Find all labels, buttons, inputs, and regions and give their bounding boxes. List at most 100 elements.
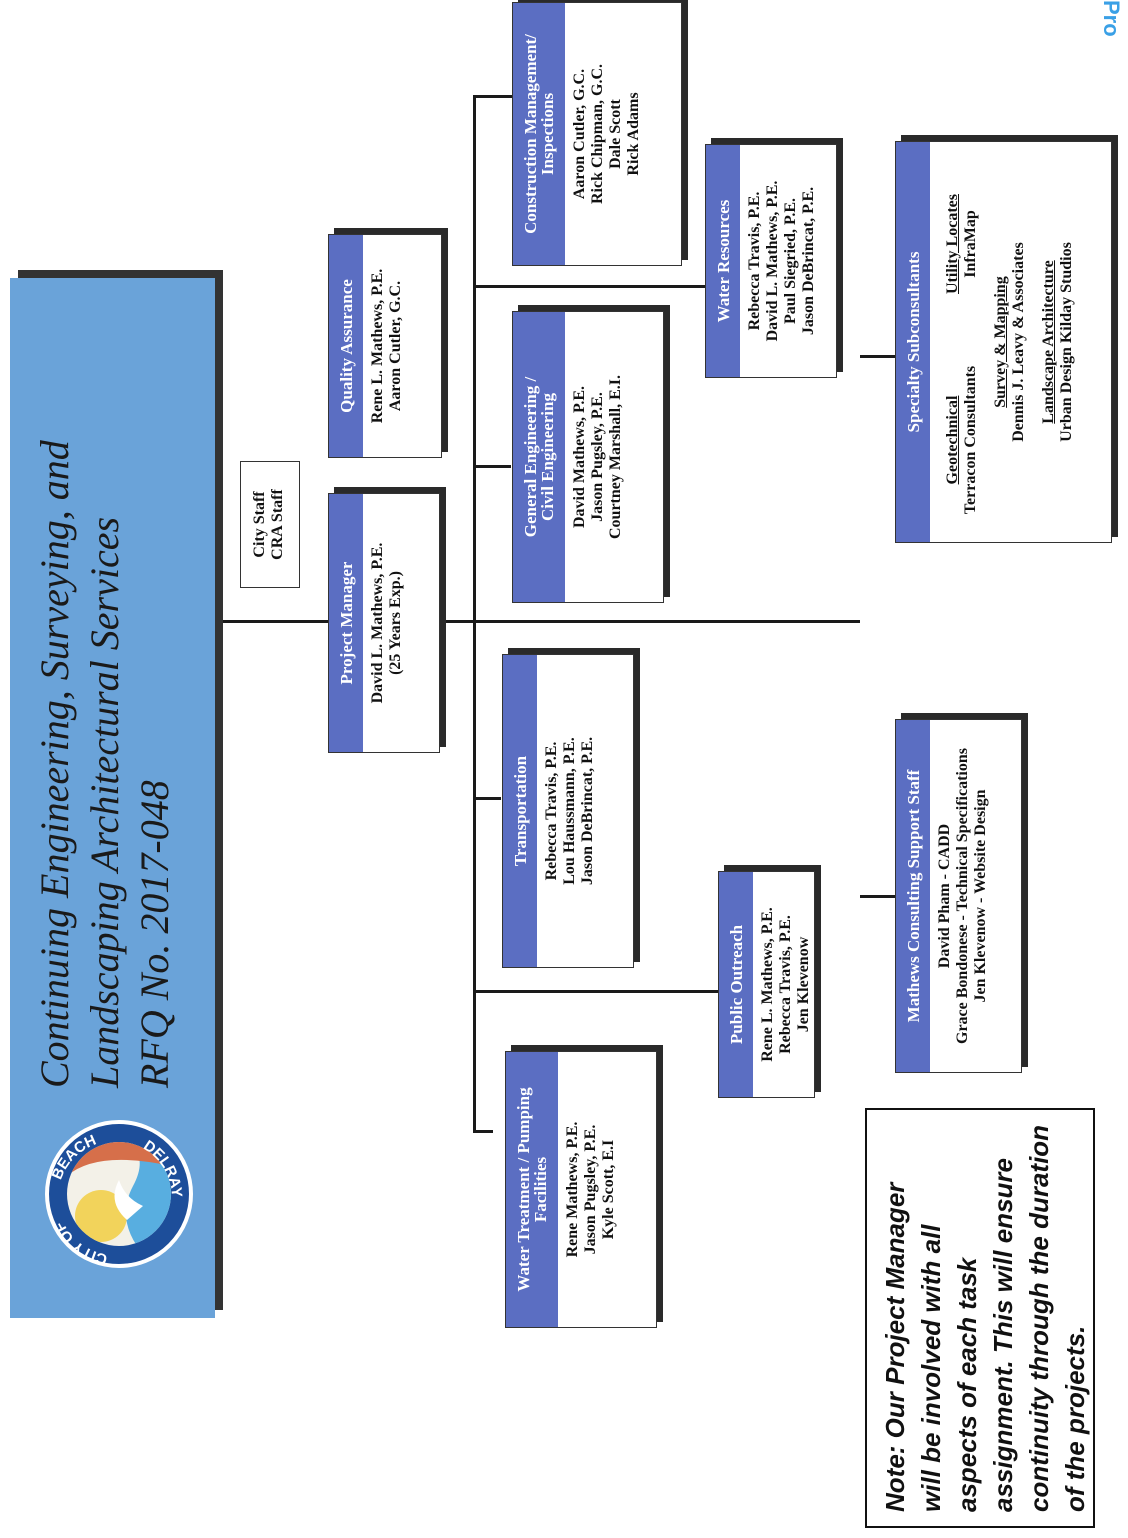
wr-name-3: Paul Siegried, P.E. — [782, 197, 799, 325]
seal-bottom-text: DELRAY — [140, 1137, 185, 1198]
quality-assurance-box: Quality Assurance Rene L. Mathews, P.E. … — [328, 234, 442, 458]
qa-names: Rene L. Mathews, P.E. Aaron Cutler, G.C. — [363, 235, 411, 457]
note-line: of the projects. — [1060, 1325, 1090, 1512]
banner-title: Continuing Engineering, Surveying, and L… — [30, 440, 180, 1088]
cm-title-1: Construction Management/ — [521, 34, 540, 234]
survey-firm: Dennis J. Leavy & Associates — [1010, 242, 1027, 442]
pm-experience: (25 Years Exp.) — [387, 571, 404, 675]
water-resources-title: Water Resources — [706, 145, 740, 377]
seal-top-text: CITY OF — [51, 1219, 109, 1268]
tr-name-1: Rebecca Travis, P.E. — [543, 741, 560, 881]
city-staff-line: City Staff — [251, 491, 268, 558]
cm-name-4: Rick Adams — [625, 92, 642, 176]
note-line: will be involved with all — [916, 1224, 946, 1513]
svg-text:DELRAY: DELRAY — [140, 1137, 185, 1198]
dashed-connector — [270, 620, 310, 623]
utility-entry: Utility Locates InfraMap — [944, 146, 980, 342]
geotechnical-firm: Terracon Consultants — [962, 365, 979, 515]
wt-title-1: Water Treatment / Pumping — [514, 1087, 533, 1292]
water-resources-names: Rebecca Travis, P.E. David L. Mathews, P… — [740, 145, 824, 377]
general-engineering-box: General Engineering / Civil Engineering … — [512, 311, 664, 603]
wr-name-1: Rebecca Travis, P.E. — [746, 191, 763, 331]
pm-name: David L. Mathews, P.E. — [369, 542, 386, 704]
construction-management-box: Construction Management/ Inspections Aar… — [512, 2, 682, 266]
connector-line — [440, 620, 860, 623]
connector-line — [473, 797, 501, 800]
po-name-2: Rebecca Travis, P.E. — [777, 915, 794, 1054]
connector-line — [475, 990, 720, 993]
ge-name-2: Jason Pugsley, P.E. — [589, 392, 606, 522]
water-treatment-names: Rene Mathews, P.E. Jason Pugsley, P.E. K… — [558, 1052, 624, 1327]
ss-name-2: Grace Bondonese - Technical Specificatio… — [954, 748, 971, 1044]
specialty-subconsultants-box: Specialty Subconsultants Geotechnical Te… — [895, 141, 1112, 543]
support-staff-title: Mathews Consulting Support Staff — [896, 720, 930, 1072]
connector-line — [473, 95, 476, 1133]
water-resources-box: Water Resources Rebecca Travis, P.E. Dav… — [705, 144, 837, 378]
note-line: aspects of each task — [952, 1257, 982, 1512]
construction-title: Construction Management/ Inspections — [513, 3, 565, 265]
cm-name-3: Dale Scott — [607, 99, 624, 169]
banner-title-line2: Landscaping Architectural Services — [82, 516, 127, 1088]
specialty-grid: Geotechnical Terracon Consultants Utilit… — [930, 142, 1082, 542]
connector-line — [473, 1130, 493, 1133]
geotechnical-heading: Geotechnical — [944, 395, 961, 485]
tr-name-3: Jason DeBrincat, P.E. — [579, 736, 596, 886]
cm-name-1: Aaron Cutler, G.C. — [571, 68, 588, 200]
specialty-title: Specialty Subconsultants — [896, 142, 930, 542]
project-manager-box: Project Manager David L. Mathews, P.E. (… — [328, 493, 440, 753]
ge-name-1: David Mathews, P.E. — [571, 385, 588, 529]
public-outreach-box: Public Outreach Rene L. Mathews, P.E. Re… — [718, 871, 815, 1098]
landscape-heading: Landscape Architecture — [1040, 260, 1057, 424]
qa-title: Quality Assurance — [329, 235, 363, 457]
wt-name-3: Kyle Scott, E.I — [600, 1139, 617, 1240]
transportation-names: Rebecca Travis, P.E. Lou Haussmann, P.E.… — [537, 655, 603, 967]
ss-name-3: Jen Klevenow - Website Design — [972, 789, 989, 1003]
seal-ring-text: CITY OF BEACH DELRAY — [49, 1132, 185, 1268]
wt-title-2: Facilities — [531, 1156, 550, 1223]
connector-line — [860, 895, 900, 898]
wt-name-2: Jason Pugsley, P.E. — [582, 1124, 599, 1255]
tr-name-2: Lou Haussmann, P.E. — [561, 737, 578, 885]
water-treatment-box: Water Treatment / Pumping Facilities Ren… — [505, 1051, 657, 1328]
cm-name-2: Rick Chipman, G.C. — [589, 63, 606, 205]
seal-emblem — [67, 1142, 171, 1246]
utility-firm: InfraMap — [962, 210, 979, 278]
construction-names: Aaron Cutler, G.C. Rick Chipman, G.C. Da… — [565, 3, 649, 265]
wr-name-4: Jason DeBrincat, P.E. — [800, 186, 817, 336]
support-staff-box: Mathews Consulting Support Staff David P… — [895, 719, 1022, 1073]
cra-staff-line: CRA Staff — [269, 489, 286, 560]
wt-name-1: Rene Mathews, P.E. — [564, 1121, 581, 1258]
note-line: assignment. This will ensure — [988, 1158, 1018, 1512]
po-name-1: Rene L. Mathews, P.E. — [759, 907, 776, 1062]
svg-text:BEACH: BEACH — [49, 1132, 99, 1182]
ge-name-3: Courtney Marshall, E.I. — [607, 375, 624, 539]
survey-heading: Survey & Mapping — [992, 276, 1009, 408]
support-staff-names: David Pham - CADD Grace Bondonese - Tech… — [930, 720, 996, 1072]
survey-entry: Survey & Mapping Dennis J. Leavy & Assoc… — [992, 146, 1028, 538]
project-manager-names: David L. Mathews, P.E. (25 Years Exp.) — [363, 494, 411, 752]
corner-header-text: Pro — [1099, 0, 1124, 37]
utility-heading: Utility Locates — [944, 194, 961, 294]
qa-name-2: Aaron Cutler, G.C. — [387, 280, 404, 412]
connector-line — [860, 355, 900, 358]
note-line: Note: Our Project Manager — [880, 1182, 910, 1512]
ge-title-1: General Engineering / — [521, 376, 540, 538]
seal-graphic — [67, 1142, 171, 1246]
banner-title-line1: Continuing Engineering, Surveying, and — [32, 440, 77, 1088]
note-line: continuity through the duration — [1024, 1124, 1054, 1512]
note-box: Note: Our Project Manager will be involv… — [865, 1108, 1095, 1528]
ge-title-2: Civil Engineering — [538, 393, 557, 521]
city-seal-icon: CITY OF BEACH DELRAY — [45, 1120, 193, 1268]
city-staff-names: City Staff CRA Staff — [241, 462, 293, 587]
po-name-3: Jen Klevenow — [795, 936, 812, 1033]
connector-line — [473, 95, 513, 98]
banner-title-line3: RFQ No. 2017-048 — [132, 780, 177, 1088]
city-staff-box: City Staff CRA Staff — [240, 461, 300, 588]
title-banner: CITY OF BEACH DELRAY Continuing Engineer… — [10, 278, 215, 1318]
ss-name-1: David Pham - CADD — [936, 823, 953, 969]
landscape-entry: Landscape Architecture Urban Design Kild… — [1040, 146, 1076, 538]
public-outreach-title: Public Outreach — [719, 872, 753, 1097]
wr-name-2: David L. Mathews, P.E. — [764, 180, 781, 342]
